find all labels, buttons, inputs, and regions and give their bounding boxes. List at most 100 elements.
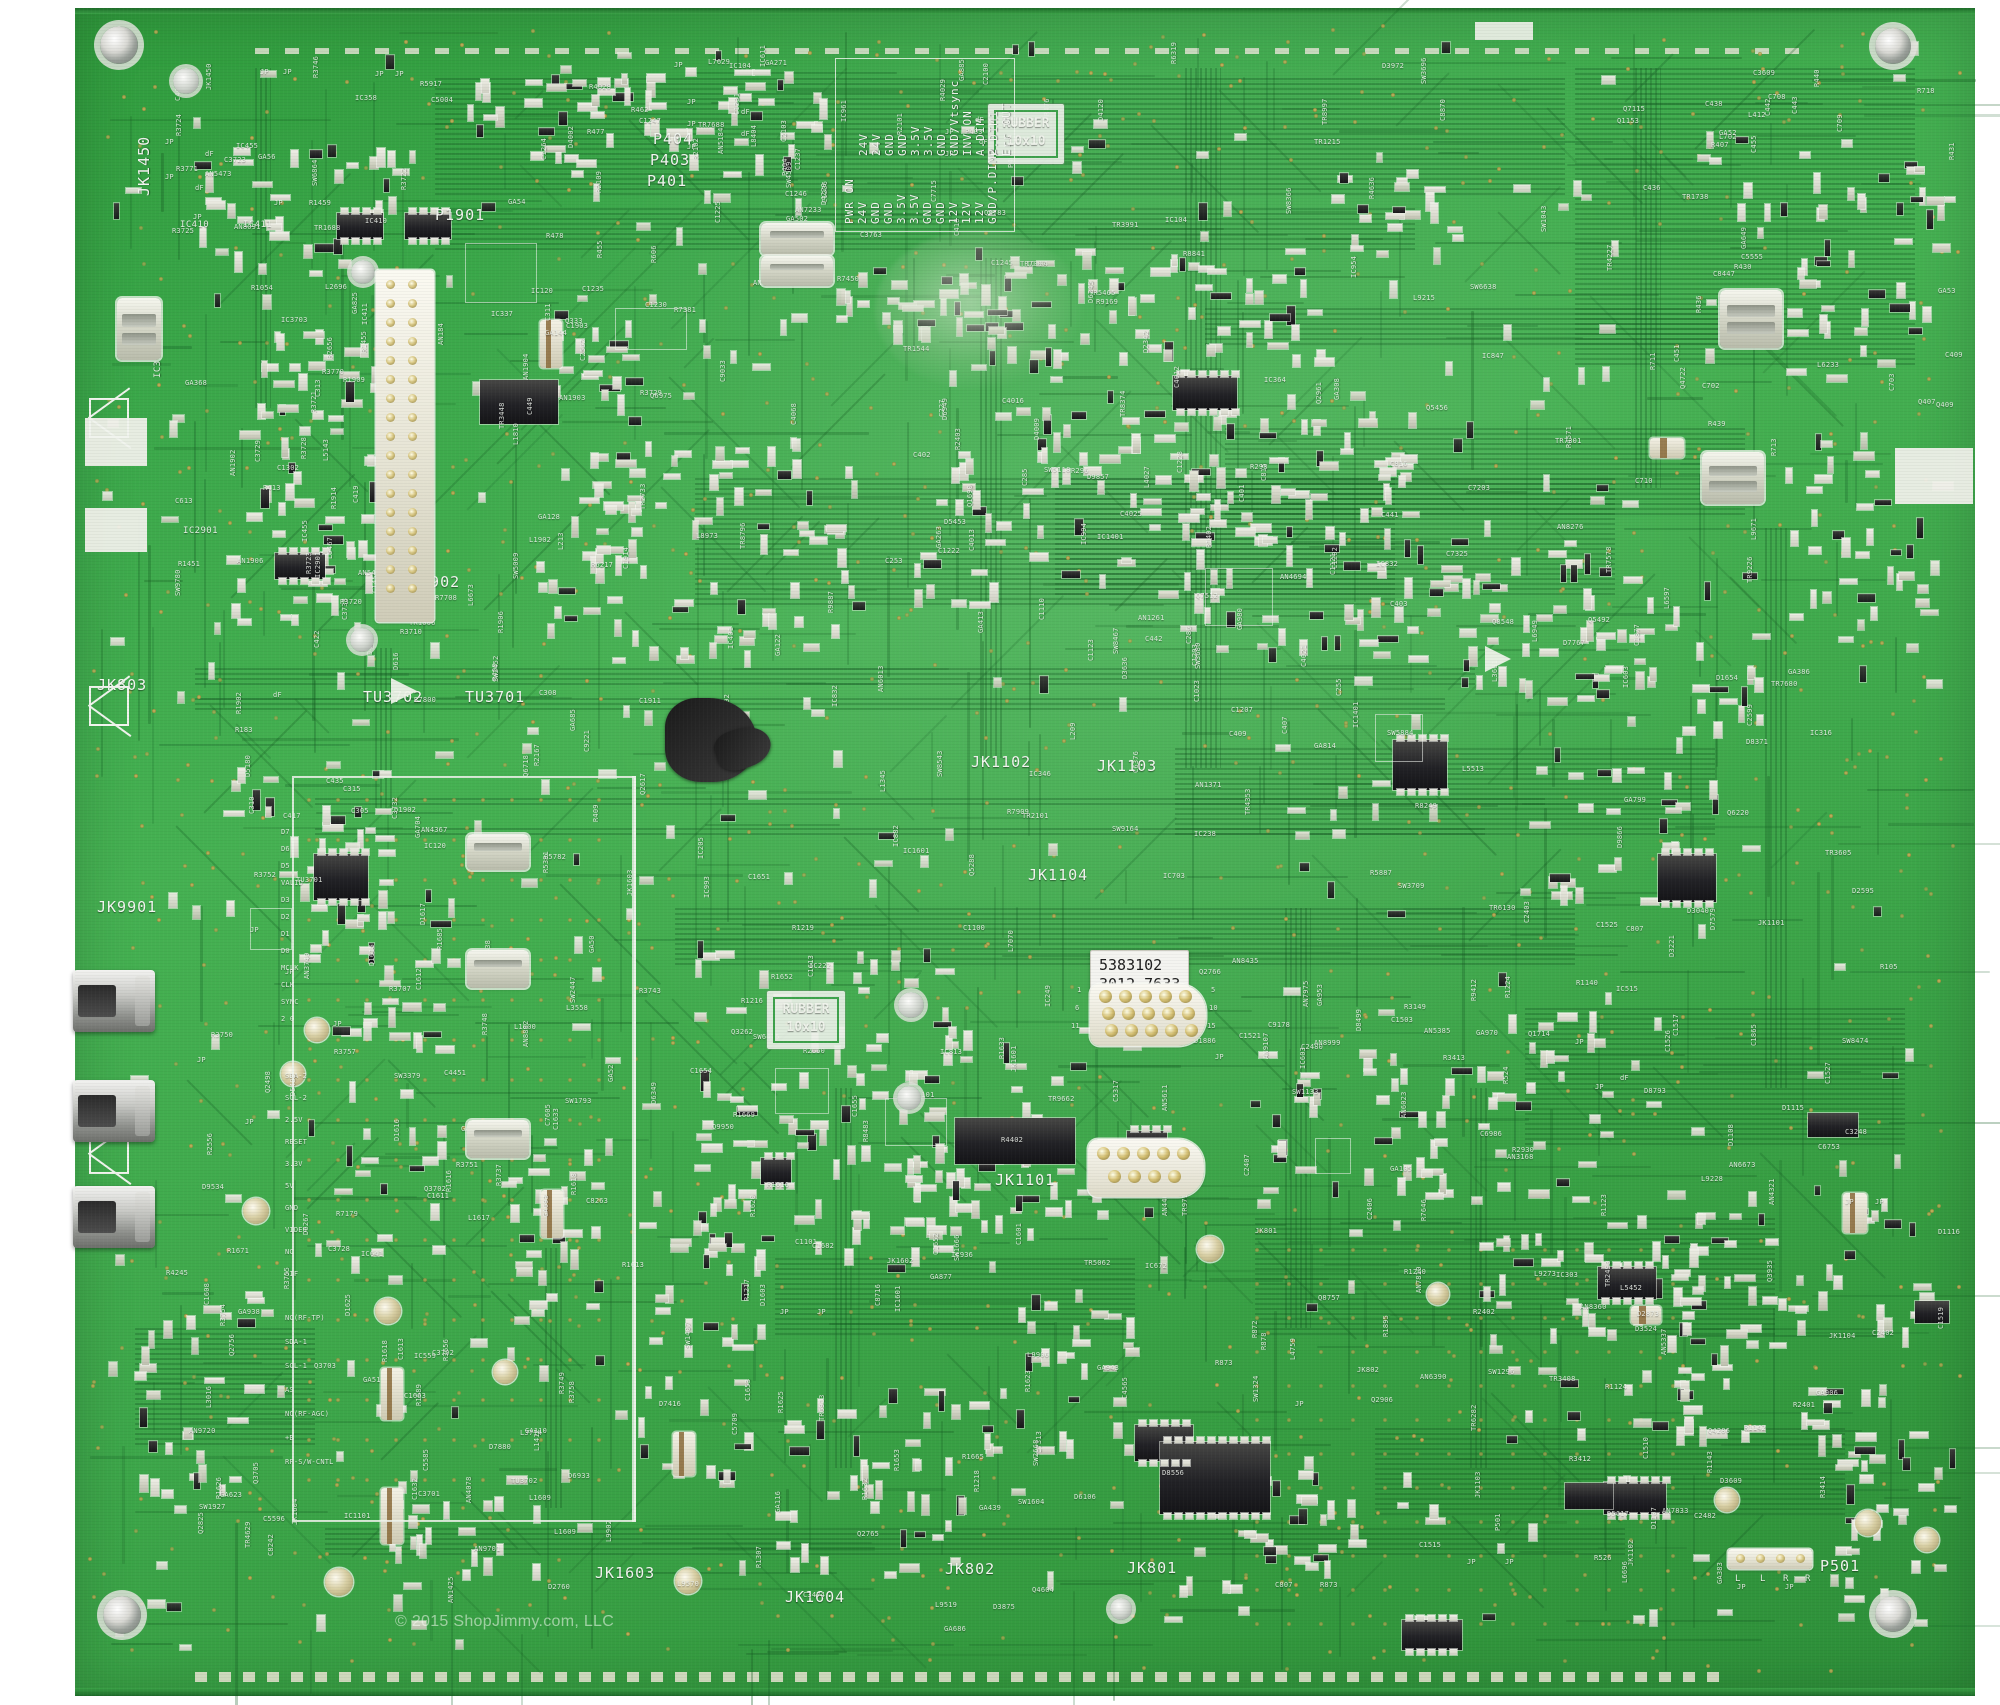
ref-filler-124: GA799 (1624, 796, 1647, 804)
rca-jack-2[interactable] (73, 1080, 155, 1142)
ref-left-top-23: R3710 (400, 628, 423, 636)
ref-filler-319: IC358 (355, 94, 378, 102)
ref-filler-133: D6106 (1074, 1493, 1097, 1501)
tuner-c-pin-0: NC(RF-TP) (285, 1314, 325, 1322)
ref-left-top-11: IC455 (301, 519, 309, 542)
ref-left-top-27: R3720 (340, 598, 363, 606)
ref-filler-131: C8242 (267, 1533, 275, 1556)
label-ic410: IC410 (180, 220, 210, 230)
ref-top-right-20: C708 (1768, 93, 1786, 101)
ref-filler-174: D4220 (820, 182, 828, 205)
ref-bottom-right-33: C1517 (1672, 1013, 1680, 1036)
rca-jack-3[interactable] (73, 1186, 155, 1248)
ref-filler-288: L6233 (1817, 361, 1840, 369)
ref-filler-184: D2342 (1142, 330, 1150, 353)
jumper-mark-16: JP (245, 1118, 254, 1126)
ref-top-right-0: L412 (1748, 111, 1766, 119)
ref-filler-18: GA105 (1390, 1165, 1413, 1173)
ref-bottom-left-34: Q3702 (424, 1185, 447, 1193)
ref-top-right-6: R439 (1708, 420, 1726, 428)
ref-filler-263: SW1043 (1540, 205, 1548, 233)
ref-left-top-20: R3746 (312, 55, 320, 78)
ref-mid-center-16: R296 (1071, 467, 1089, 475)
jumper-mark-7: JP (687, 98, 696, 106)
ref-bottom-left-9: C1611 (427, 1192, 450, 1200)
connector-p501[interactable] (1728, 1549, 1812, 1569)
ref-filler-262: IC603 (1299, 1046, 1307, 1069)
ref-filler-251: Q2906 (1371, 1396, 1394, 1404)
label-ic411: IC411 (243, 220, 273, 230)
label-tu3701: TU3701 (465, 688, 526, 706)
ref-filler-27: R2556 (206, 1132, 214, 1155)
ref-left-top-18: IC3703 (281, 316, 308, 324)
ref-filler-42: R9169 (1096, 298, 1119, 306)
ref-left-top-2: JP (274, 199, 283, 207)
jumper-mark-10: JP (945, 128, 954, 136)
ref-filler-182: D5617 (1607, 1510, 1630, 1518)
ref-filler-207: TR1738 (1682, 193, 1709, 201)
jumper-mark-3: JP (260, 68, 269, 76)
ref-filler-244: TR8374 (1119, 390, 1127, 418)
power-pin-bottom-11: GND/P.DIM2 (986, 147, 999, 224)
ref-filler-318: Q2961 (1315, 381, 1323, 404)
ref-filler-136: IC832 (831, 684, 839, 707)
tuner-b-pin-3: RESET (285, 1138, 308, 1146)
ref-bottom-right-20: P501 (1494, 1513, 1502, 1531)
ref-top-right-17: R713 (1770, 438, 1778, 456)
ref-mid-left-17: R3729 (640, 389, 663, 397)
ref-filler-235: AN9107 (1262, 1032, 1270, 1060)
ref-left-top-24: IC2901 (314, 551, 322, 579)
rca-jack-1[interactable] (73, 970, 155, 1032)
power-pin-bottom-7: GND (934, 201, 947, 224)
ref-filler-148: AN1371 (1195, 781, 1222, 789)
connector-jk1104[interactable] (1090, 984, 1206, 1046)
ref-bottom-mid-7: R1665 (962, 1453, 985, 1461)
ref-filler-16: C5317 (1112, 1079, 1120, 1102)
ref-top-mid-19: C1230 (645, 301, 668, 309)
ref-top-right-11: Q409 (1936, 401, 1954, 409)
ref-top-mid-21: C1235 (582, 285, 605, 293)
ref-mid-left-27: R1914 (330, 486, 338, 509)
ref-mid-left-29: C1914 (622, 546, 630, 569)
ref-filler-259: SW2668 (1032, 1439, 1040, 1467)
ref-bottom-left-44: R3750 (211, 1031, 234, 1039)
ref-mid-center-29: IC1401 (1352, 701, 1360, 729)
power-pin-top-11: Err OUT (1000, 102, 1013, 156)
ref-filler-307: L5143 (322, 438, 330, 461)
ref-filler-241: AN8999 (1314, 1039, 1341, 1047)
power-pin-top-5: 3.5V (922, 125, 935, 157)
tuner-b-pin-7: VIDEO (285, 1226, 308, 1234)
ref-bottom-mid-21: C1601 (1015, 1222, 1023, 1245)
ref-filler-233: D5180 (244, 754, 252, 777)
tuner-outline-tu3702 (292, 776, 636, 1522)
ref-filler-315: L3714 (520, 1429, 543, 1437)
connector-jk1101[interactable] (1088, 1139, 1204, 1197)
ref-filler-285: Q7115 (1623, 105, 1646, 113)
ref-filler-76: IC611 (759, 44, 767, 67)
ref-bottom-right-39: R2402 (1473, 1308, 1496, 1316)
ref-bottom-mid-6: R1633 (998, 1036, 1006, 1059)
ref-top-mid-26: C1246 (785, 190, 808, 198)
ref-top-mid-24: C1225 (714, 200, 722, 223)
jumper-mark-1: JP (165, 173, 174, 181)
ref-filler-126: GA649 (1740, 226, 1748, 249)
ref-bottom-left-0: TU3702 (511, 1477, 538, 1485)
ref-filler-142: TR3605 (1825, 849, 1852, 857)
ref-filler-98: TR4629 (244, 1521, 252, 1549)
ref-bottom-right-34: C2402 (1872, 1329, 1895, 1337)
ref-filler-11: L6696 (1621, 1560, 1629, 1583)
ref-filler-309: R7179 (336, 1210, 359, 1218)
jumper-mark-23: JP (1845, 1198, 1854, 1206)
ref-top-right-19: C709 (1836, 114, 1844, 132)
ref-filler-296: R2660 (803, 1047, 826, 1055)
ref-filler-111: IC205 (697, 836, 705, 859)
ref-filler-221: SW3680 (1194, 642, 1202, 670)
connector-p1901[interactable] (376, 270, 434, 622)
ref-filler-25: GA144 (545, 329, 568, 337)
ref-bottom-mid-9: R1216 (741, 997, 764, 1005)
ref-mid-center-25: C1228 (1176, 450, 1184, 473)
label-jk9901: JK9901 (97, 898, 158, 916)
ref-mid-left-28: AN1906 (237, 557, 264, 565)
ref-filler-3: IC813 (940, 1048, 963, 1056)
ref-filler-195: AN7810 (1415, 1266, 1423, 1294)
